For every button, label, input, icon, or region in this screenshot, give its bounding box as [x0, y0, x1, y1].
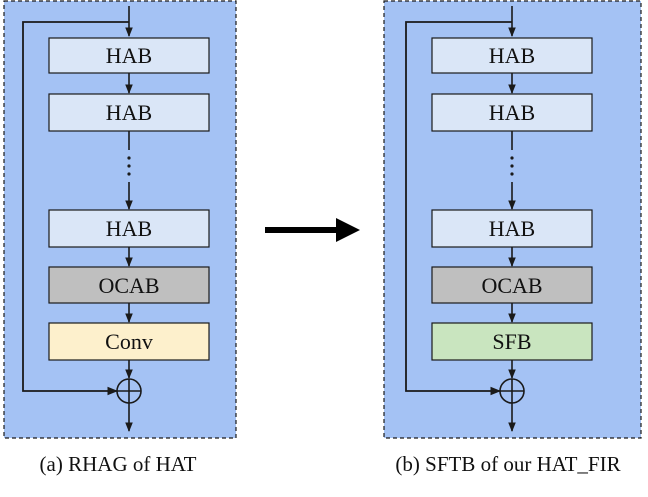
svg-text:HAB: HAB	[489, 43, 535, 68]
skip-connection	[22, 21, 129, 396]
skip-connection	[405, 21, 512, 396]
svg-text:Conv: Conv	[105, 329, 153, 354]
svg-text:OCAB: OCAB	[98, 273, 159, 298]
block-conv: Conv	[48, 322, 210, 361]
caption-sftb: (b) SFTB of our HAT_FIR	[395, 452, 620, 476]
block-hab: HAB	[431, 37, 593, 74]
svg-text:HAB: HAB	[106, 100, 152, 125]
svg-text:HAB: HAB	[489, 216, 535, 241]
block-sfb: SFB	[431, 322, 593, 361]
svg-text:HAB: HAB	[106, 43, 152, 68]
block-hab: HAB	[48, 37, 210, 74]
block-ocab: OCAB	[431, 266, 593, 304]
svg-text:SFB: SFB	[492, 329, 531, 354]
ellipsis-dots	[127, 156, 131, 176]
ellipsis-dots	[510, 156, 514, 176]
block-hab: HAB	[431, 93, 593, 132]
arrow-right-icon	[265, 218, 360, 242]
panel-rhag: HAB HAB HAB OCAB Conv	[3, 0, 237, 439]
circled-plus-icon	[499, 378, 525, 404]
svg-text:OCAB: OCAB	[481, 273, 542, 298]
block-hab: HAB	[48, 209, 210, 248]
block-ocab: OCAB	[48, 266, 210, 304]
svg-text:HAB: HAB	[106, 216, 152, 241]
circled-plus-icon	[116, 378, 142, 404]
block-hab: HAB	[48, 93, 210, 132]
svg-text:HAB: HAB	[489, 100, 535, 125]
caption-rhag: (a) RHAG of HAT	[40, 452, 197, 476]
panel-sftb: HAB HAB HAB OCAB SFB	[383, 0, 642, 439]
block-hab: HAB	[431, 209, 593, 248]
